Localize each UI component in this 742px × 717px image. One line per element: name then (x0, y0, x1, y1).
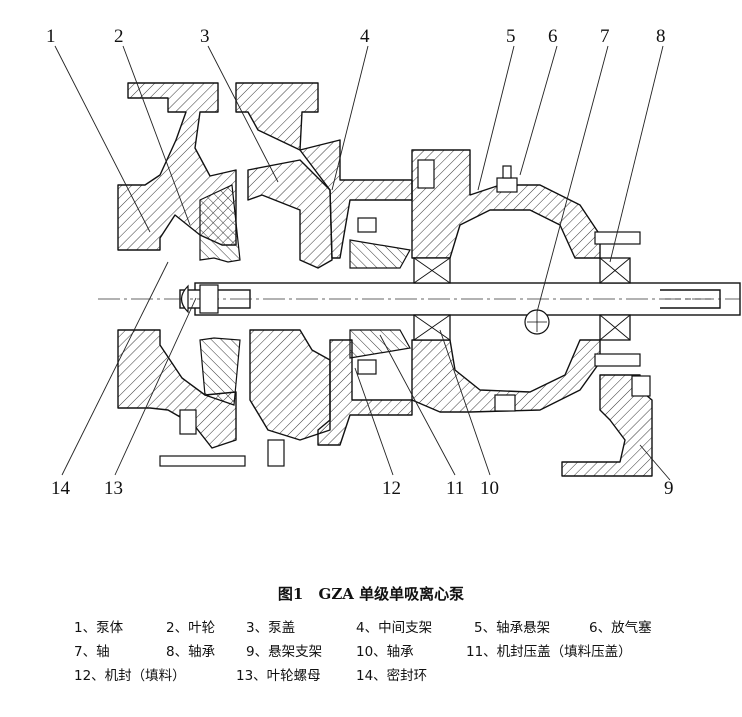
middle-support-upper (299, 139, 413, 259)
legend-row-2: 7、轴 8、轴承 9、悬架支架 10、轴承 11、机封压盖（填料压盖） (74, 640, 734, 664)
legend-row-3: 12、机封（填料） 13、叶轮螺母 14、密封环 (74, 664, 734, 688)
callout-4: 4 (360, 26, 370, 47)
legend-item-middle-support: 4、中间支架 (356, 620, 433, 636)
middle-support-lower (317, 339, 413, 446)
legend-item-impeller-nut: 13、叶轮螺母 (236, 668, 321, 684)
legend-item-bearing-10: 10、轴承 (356, 644, 414, 660)
legend-item-pump-cover: 3、泵盖 (246, 620, 296, 636)
legend-item-seal-gland: 11、机封压盖（填料压盖） (466, 644, 632, 660)
pump-body-outlet-right (235, 82, 319, 151)
pump-cover-lower (249, 329, 331, 441)
callout-2: 2 (114, 26, 124, 47)
legend-item-pump-body: 1、泵体 (74, 620, 124, 636)
pump-cover-shape (247, 159, 333, 269)
callout-14: 14 (51, 478, 71, 499)
legend-row-1: 1、泵体 2、叶轮 3、泵盖 4、中间支架 5、轴承悬架 6、放气塞 (74, 616, 734, 640)
impeller-lower (199, 337, 241, 406)
callout-9: 9 (664, 478, 674, 499)
callout-12: 12 (382, 478, 401, 499)
callout-11: 11 (446, 478, 464, 499)
callout-6: 6 (548, 26, 558, 47)
callout-3: 3 (200, 26, 210, 47)
legend-item-impeller: 2、叶轮 (166, 620, 216, 636)
callout-5: 5 (506, 26, 516, 47)
callout-8: 8 (656, 26, 666, 47)
callout-1: 1 (46, 26, 56, 47)
pump-cross-section-drawing: 1 2 3 4 5 6 7 8 9 10 11 12 13 14 (46, 26, 741, 499)
parts-legend: 1、泵体 2、叶轮 3、泵盖 4、中间支架 5、轴承悬架 6、放气塞 7、轴 8… (74, 616, 734, 688)
seal-packing-lower (349, 329, 411, 359)
bleed-plug-shape (496, 177, 518, 193)
impeller-shape (199, 184, 241, 263)
figure-number: 图1 (277, 585, 304, 603)
legend-item-bearing-housing: 5、轴承悬架 (474, 620, 551, 636)
legend-item-seal-ring: 14、密封环 (356, 668, 428, 684)
callout-13: 13 (104, 478, 123, 499)
seal-packing-upper (349, 239, 411, 269)
legend-item-shaft: 7、轴 (74, 644, 110, 660)
legend-item-mechanical-seal: 12、机封（填料） (74, 668, 186, 684)
callout-7: 7 (600, 26, 610, 47)
legend-item-bleed-plug: 6、放气塞 (589, 620, 652, 636)
figure-title: GZA 单级单吸离心泵 (318, 585, 465, 603)
pump-body-lower (117, 329, 237, 449)
impeller-nut-shape (199, 284, 219, 314)
callout-10: 10 (480, 478, 499, 499)
legend-item-bearing-support: 9、悬架支架 (246, 644, 323, 660)
legend-item-bearing-8: 8、轴承 (166, 644, 216, 660)
figure-caption: 图1 GZA 单级单吸离心泵 (0, 583, 742, 604)
bearing-housing-upper (411, 149, 601, 259)
